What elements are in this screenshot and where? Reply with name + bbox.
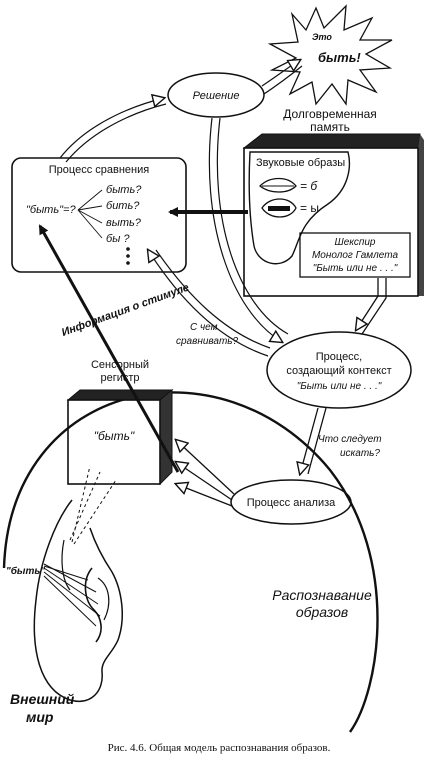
arrow-decision-to-context <box>208 117 282 342</box>
context-line1: Процесс, <box>316 351 363 363</box>
continuation-dots <box>126 247 130 265</box>
context-line2: создающий контекст <box>286 365 391 377</box>
sound-images-label: Звуковые образы <box>256 157 345 169</box>
hamlet-label: Монолог Гамлета <box>312 250 398 261</box>
figure-caption: Рис. 4.6. Общая модель распознавания обр… <box>108 742 331 754</box>
what-compare-line2: сравнивать? <box>176 336 239 347</box>
ltm-title-line1: Долговременная <box>283 107 377 121</box>
external-world-region: "быть" Внешний мир <box>2 391 379 733</box>
analysis-process-ellipse <box>230 479 352 525</box>
connection-arrows <box>38 60 387 507</box>
comparison-option-3: выть? <box>106 217 142 229</box>
sensory-cube-side <box>159 388 173 486</box>
comparison-process-box: Процесс сравнения "быть"=? быть? бить? в… <box>11 157 187 273</box>
sensory-register-cube: Сенсорный регистр "быть" <box>66 359 174 486</box>
ltm-box-front <box>243 147 419 297</box>
sound-y-label: = ы <box>300 201 319 215</box>
arrow-analysis-to-sensory-2 <box>176 462 233 501</box>
shakespeare-card <box>299 232 411 278</box>
comparison-option-2: бить? <box>106 200 140 212</box>
lips-open-icon <box>259 177 297 193</box>
external-world-line2: мир <box>26 709 54 725</box>
arrow-decision-to-insight <box>261 60 300 87</box>
ear-illustration <box>33 499 123 703</box>
arrow-analysis-to-sensory-1 <box>176 440 235 495</box>
sensory-cube-top <box>66 389 174 401</box>
arrow-context-to-analysis <box>300 407 319 474</box>
comparison-option-4: бы ? <box>106 233 130 245</box>
shakespeare-label: Шекспир <box>334 237 375 248</box>
world-boundary-curve <box>2 391 379 733</box>
context-line3: "Быть или не . . ." <box>297 381 382 392</box>
insight-text-top: Это <box>312 32 332 42</box>
ltm-box-top <box>242 133 421 149</box>
arrow-compare-to-decision <box>59 98 164 159</box>
what-compare-line1: С чем <box>190 322 218 333</box>
sound-rays <box>43 465 117 627</box>
sound-b-label: = б <box>300 179 318 193</box>
decision-ellipse <box>167 72 265 118</box>
insight-starburst: Это быть! <box>267 4 393 106</box>
pattern-recognition-line1: Распознавание <box>272 587 372 603</box>
context-process-ellipse <box>266 331 412 409</box>
quote-label: "Быть или не . . ." <box>313 263 398 274</box>
decision-label: Решение <box>193 90 240 102</box>
pattern-recognition-line2: образов <box>296 604 348 620</box>
analysis-label: Процесс анализа <box>247 497 336 509</box>
what-next-line2: искать? <box>340 448 380 459</box>
arrow-stimulus-info <box>38 224 180 473</box>
stimulus-info-label: Информация о стимуле <box>60 282 191 339</box>
sound-images-blob <box>248 151 351 265</box>
sensory-title-line1: Сенсорный <box>91 359 149 371</box>
insight-text: быть! <box>318 50 361 65</box>
comparison-title: Процесс сравнения <box>49 164 149 176</box>
ltm-box-side <box>418 134 424 296</box>
long-term-memory-box: Долговременная память Звуковые образы = … <box>242 107 424 297</box>
lips-teeth-icon <box>261 198 297 218</box>
external-world-line1: Внешний <box>10 691 75 707</box>
arrow-context-to-compare <box>148 250 269 357</box>
sensory-title-line2: регистр <box>100 372 139 384</box>
sensory-word: "быть" <box>94 429 135 443</box>
what-next-line1: Что следует <box>318 434 382 445</box>
arrow-ltm-to-context <box>356 278 379 330</box>
world-word-byt: "быть" <box>6 565 45 577</box>
ltm-title-line2: память <box>310 120 350 134</box>
comparison-query: "быть"=? <box>26 204 76 216</box>
arrow-analysis-to-sensory-3 <box>176 484 233 507</box>
comparison-option-1: быть? <box>106 184 142 196</box>
